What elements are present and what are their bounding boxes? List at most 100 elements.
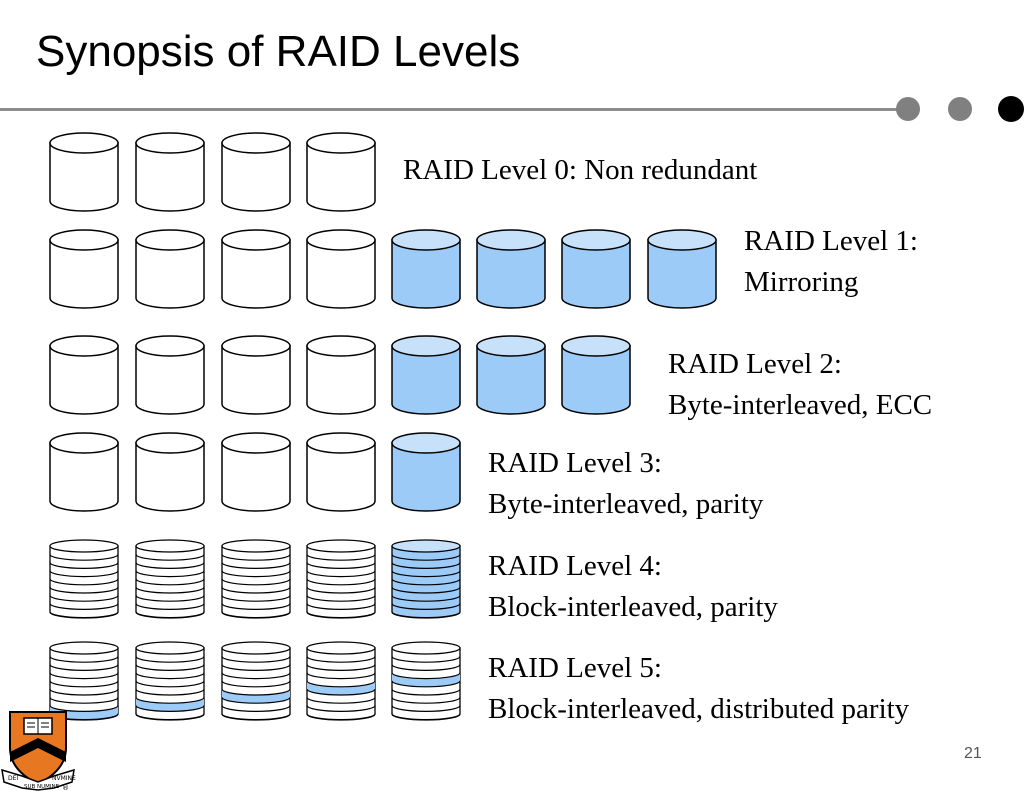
raid2-disk-3 (221, 335, 291, 415)
platter-line (49, 655, 119, 663)
platter-line (135, 664, 205, 671)
platter-line (135, 672, 205, 680)
raid4-line2: Block-interleaved, parity (488, 591, 778, 623)
raid1-label: RAID Level 1: Mirroring (744, 221, 918, 303)
slide-title: Synopsis of RAID Levels (36, 27, 521, 76)
disk-top (306, 539, 376, 553)
disk-top (306, 229, 376, 251)
shield-banner (1, 768, 75, 791)
raid4-line1: RAID Level 4: (488, 550, 662, 582)
raid2-disk-7 (561, 335, 631, 415)
platter-line (49, 664, 119, 671)
platter-line (221, 611, 291, 619)
platter-line (391, 705, 461, 712)
platter-line (391, 672, 461, 680)
disk-top (221, 432, 291, 454)
platter-line (221, 696, 291, 704)
disk-top (221, 539, 291, 553)
disk-top (391, 229, 461, 251)
raid3-disk-3 (221, 432, 291, 512)
raid3-label: RAID Level 3: Byte-interleaved, parity (488, 443, 763, 525)
platter-line (135, 696, 205, 704)
disk-body (391, 442, 461, 512)
disk-top (391, 432, 461, 454)
platter-line (49, 586, 119, 594)
raid4-label: RAID Level 4: Block-interleaved, parity (488, 546, 778, 628)
raid2-line2: Byte-interleaved, ECC (668, 389, 933, 421)
platter-line (135, 562, 205, 569)
platter-line (135, 553, 205, 561)
disk-body (221, 239, 291, 309)
raid3-line1: RAID Level 3: (488, 447, 662, 479)
disk-body (476, 239, 546, 309)
disk-top (306, 641, 376, 655)
platter-line (306, 586, 376, 594)
disk-top (135, 539, 205, 553)
platter-line (391, 611, 461, 619)
disk-top (306, 432, 376, 454)
disk-top (647, 229, 717, 251)
platter-line (135, 594, 205, 602)
raid0-disk-3 (221, 132, 291, 212)
banner-text-left: DEI (8, 775, 18, 782)
disk-top (476, 229, 546, 251)
disk-top (391, 335, 461, 357)
disk-body (49, 442, 119, 512)
disk-top (306, 132, 376, 154)
platter-line (221, 570, 291, 578)
platter-line (306, 611, 376, 619)
platter-line (391, 594, 461, 602)
platter-line (391, 680, 461, 688)
disk-top (561, 229, 631, 251)
decor-dot-1 (896, 97, 920, 121)
platter-line (49, 553, 119, 561)
raid2-disk-4 (306, 335, 376, 415)
disk-top (221, 132, 291, 154)
raid2-disk-5 (391, 335, 461, 415)
platter-line (221, 705, 291, 712)
platter-line (135, 680, 205, 688)
raid2-disk-6 (476, 335, 546, 415)
disk-top (135, 132, 205, 154)
raid2-line1: RAID Level 2: (668, 348, 842, 380)
platter-line (135, 611, 205, 619)
platter-line (221, 713, 291, 721)
disk-body (221, 142, 291, 212)
platter-line (391, 713, 461, 721)
disk-top (135, 229, 205, 251)
disk-body (647, 239, 717, 309)
disk-top (49, 432, 119, 454)
disk-top (221, 335, 291, 357)
banner-text-bottom: SUB NUMINE (24, 784, 60, 790)
page-number: 21 (964, 745, 982, 762)
raid1-disk-4 (306, 229, 376, 309)
raid4-disk-3 (221, 539, 291, 619)
disk-body (306, 345, 376, 415)
platter-line (306, 570, 376, 578)
disk-body (135, 239, 205, 309)
platter-line (135, 586, 205, 594)
platter-line (391, 688, 461, 696)
platter-line (306, 696, 376, 704)
platter-line (49, 672, 119, 680)
disk-top (391, 641, 461, 655)
platter-line (306, 705, 376, 712)
platter-line (306, 578, 376, 586)
raid5-disk-4 (306, 641, 376, 721)
raid0-disk-4 (306, 132, 376, 212)
parity-stripe (222, 689, 290, 704)
platter-line (221, 594, 291, 602)
platter-line (49, 594, 119, 602)
platter-line (391, 562, 461, 569)
disk-body (306, 239, 376, 309)
raid1-line1: RAID Level 1: (744, 225, 918, 257)
platter-line (221, 578, 291, 586)
platter-line (221, 553, 291, 561)
platter-line (391, 578, 461, 586)
raid1-disk-7 (561, 229, 631, 309)
disk-top (561, 335, 631, 357)
raid1-line2: Mirroring (744, 266, 859, 298)
disk-body (135, 442, 205, 512)
platter-line (306, 553, 376, 561)
raid5-line1: RAID Level 5: (488, 652, 662, 684)
